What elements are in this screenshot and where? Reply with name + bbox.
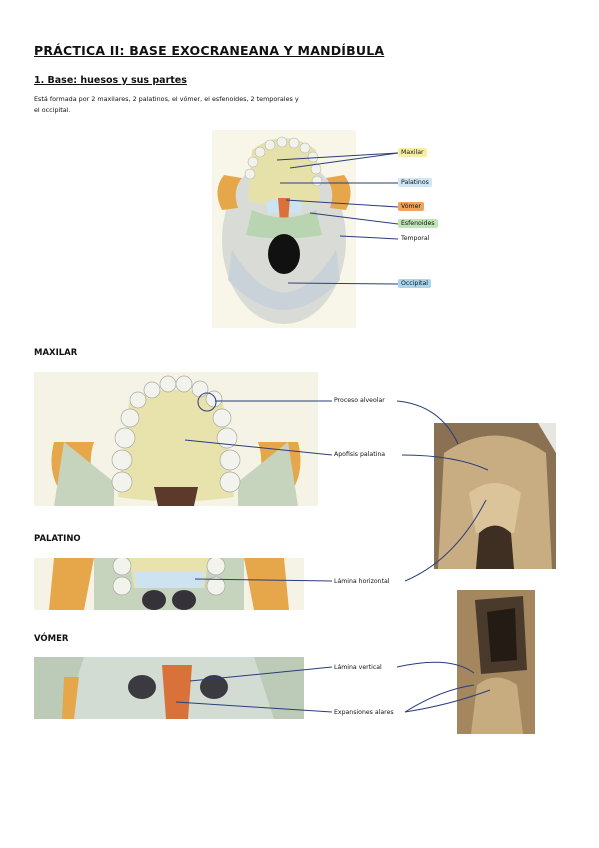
maxilar-label-apofisis-palatina: Apofisis palatina	[334, 451, 386, 458]
palatino-label-lamina-horizontal: Lámina horizontal	[334, 578, 390, 585]
maxilar-image	[34, 372, 318, 506]
vomer-label-lamina-vertical: Lámina vertical	[334, 664, 382, 671]
intro-text: Está formada por 2 maxilares, 2 palatino…	[34, 95, 299, 114]
skull-label-vomer: Vómer	[398, 202, 424, 211]
skull-label-temporal: Temporal	[401, 235, 430, 242]
maxilar-label-proceso-alveolar: Proceso alveolar	[334, 397, 385, 404]
section-heading: 1. Base: huesos y sus partes	[34, 75, 187, 86]
skull-label-esfenoides: Esfenoides	[398, 219, 438, 228]
vomer-photo	[457, 590, 535, 734]
section-title-maxilar: MAXILAR	[34, 348, 78, 358]
skull-label-occipital: Occipital	[398, 279, 431, 288]
skull-base-image	[212, 130, 356, 328]
section-title-vomer: VÓMER	[34, 634, 69, 644]
vomer-image	[34, 657, 304, 719]
maxilar-photo	[434, 423, 556, 569]
skull-label-maxilar: Maxilar	[398, 148, 427, 157]
palatino-image	[34, 558, 304, 610]
skull-label-palatinos: Palatinos	[398, 178, 432, 187]
vomer-label-expansiones-alares: Expansiones alares	[334, 709, 394, 716]
page-title: PRÁCTICA II: BASE EXOCRANEANA Y MANDÍBUL…	[34, 43, 385, 58]
section-title-palatino: PALATINO	[34, 534, 81, 544]
